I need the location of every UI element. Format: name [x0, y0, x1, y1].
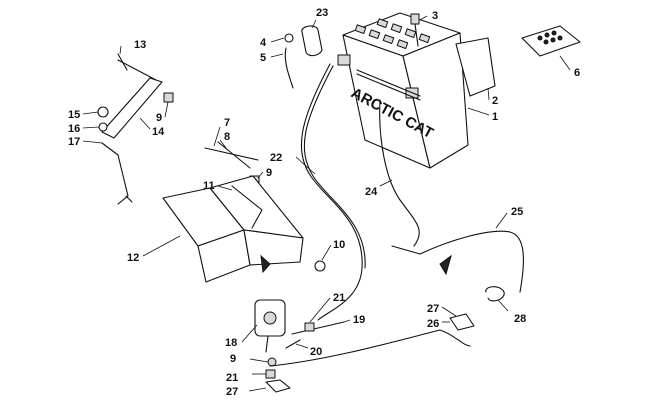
callout-26: 26 [427, 318, 439, 330]
callout-10: 10 [333, 239, 345, 251]
callout-1: 1 [492, 111, 498, 123]
wing-nut-15 [97, 106, 109, 118]
ground-pointer-arrow [439, 254, 452, 276]
callout-9-left: 9 [156, 112, 162, 124]
boot-21-bottom [265, 369, 276, 379]
callout-16: 16 [68, 123, 80, 135]
callout-8: 8 [224, 131, 230, 143]
terminal-boot-27-top [449, 313, 475, 331]
callout-7: 7 [224, 117, 230, 129]
callout-20: 20 [310, 346, 322, 358]
tray-pointer-arrow [260, 254, 271, 274]
boot-21-top [304, 322, 315, 332]
callout-5: 5 [260, 52, 266, 64]
callout-18: 18 [225, 337, 237, 349]
callout-27-bottom: 27 [226, 386, 238, 398]
callout-15: 15 [68, 109, 80, 121]
cable-20 [285, 339, 301, 349]
terminal-boot-27-bottom [265, 379, 291, 393]
cable-19 [291, 321, 345, 335]
leader-lines [82, 15, 571, 392]
callout-2: 2 [492, 95, 498, 107]
battery: ARCTIC CAT [337, 12, 469, 169]
callout-27-top: 27 [427, 303, 439, 315]
vent-tube-5 [284, 47, 294, 89]
callout-28: 28 [514, 313, 526, 325]
callout-22: 22 [270, 152, 282, 164]
bracket-11 [231, 185, 263, 229]
callout-19: 19 [353, 314, 365, 326]
starter-solenoid [254, 299, 286, 353]
bolt-7 [204, 147, 259, 161]
battery-pad [455, 37, 496, 97]
callout-21-bottom: 21 [226, 372, 238, 384]
cable-26 [269, 329, 471, 367]
callout-17: 17 [68, 136, 80, 148]
nut-4 [284, 33, 294, 43]
cable-22-b [303, 65, 366, 269]
screw-10 [314, 260, 326, 272]
bolt-13 [117, 53, 128, 71]
battery-tray [162, 175, 304, 283]
battery-terminal-negative [337, 54, 351, 66]
terminal-boot-23 [301, 25, 323, 57]
callout-3: 3 [432, 10, 438, 22]
hardware-kit [521, 25, 581, 57]
callout-24: 24 [365, 186, 378, 198]
nut-9-bottom [267, 357, 277, 367]
battery-cell-caps [354, 18, 431, 50]
retaining-clip-28 [485, 286, 505, 302]
callout-4: 4 [260, 37, 267, 49]
cable-25 [391, 230, 524, 293]
washer-16 [98, 122, 108, 132]
callout-21-top: 21 [333, 292, 345, 304]
cable-22 [300, 63, 363, 321]
callout-9-mid: 9 [266, 167, 272, 179]
bolt-8 [217, 141, 251, 169]
battery-vent-cap [410, 13, 420, 47]
hold-down-bracket [101, 59, 163, 139]
callout-23: 23 [316, 7, 328, 19]
callout-11: 11 [203, 180, 215, 192]
cable-24 [379, 99, 420, 247]
callout-14: 14 [152, 126, 165, 138]
nut-9-top [163, 92, 174, 103]
hook-rod-17 [101, 142, 133, 205]
callout-13: 13 [134, 39, 146, 51]
callout-25: 25 [511, 206, 523, 218]
callout-6: 6 [574, 67, 580, 79]
callout-12: 12 [127, 252, 139, 264]
callout-9-bottom: 9 [230, 353, 236, 365]
callouts: 1 2 3 4 5 6 7 8 9 9 9 10 11 12 13 14 15 … [68, 7, 580, 398]
